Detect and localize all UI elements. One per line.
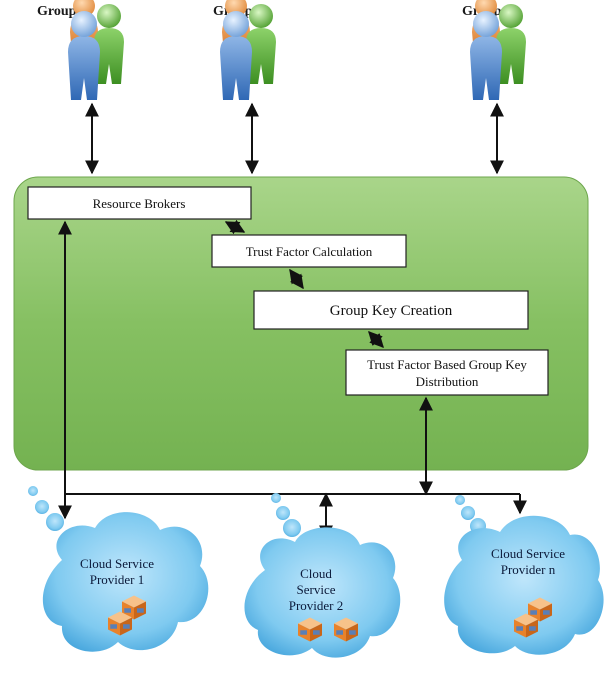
- group-key-creation-box: Group Key Creation: [253, 290, 529, 330]
- user-group-icon: [68, 0, 124, 100]
- resource-brokers-box: Resource Brokers: [27, 186, 252, 220]
- resource-brokers-label: Resource Brokers: [93, 196, 186, 211]
- provider-n-line1: Cloud Service: [491, 546, 565, 561]
- provider-1-line2: Provider 1: [90, 572, 145, 587]
- provider-1-line1: Cloud Service: [80, 556, 154, 571]
- cloud-service-provider-2: Cloud Service Provider 2: [244, 493, 401, 658]
- group-key-distribution-box: Trust Factor Based Group Key Distributio…: [345, 349, 549, 396]
- provider-2-line3: Provider 2: [289, 598, 344, 613]
- provider-2-line2: Service: [297, 582, 336, 597]
- trust-to-key-arrow: [289, 268, 304, 290]
- cloud-service-provider-n: Cloud Service Provider n: [444, 495, 604, 655]
- key-to-distribution-arrow: [368, 330, 384, 349]
- distribution-label-line1: Trust Factor Based Group Key: [367, 357, 527, 372]
- brokers-to-trust-arrow: [224, 219, 246, 235]
- group-key-creation-label: Group Key Creation: [330, 303, 453, 319]
- trust-factor-calculation-label: Trust Factor Calculation: [246, 244, 373, 259]
- provider-n-line2: Provider n: [501, 562, 556, 577]
- cloud-service-provider-1: Cloud Service Provider 1: [28, 486, 209, 652]
- provider-2-line1: Cloud: [300, 566, 332, 581]
- distribution-label-line2: Distribution: [416, 374, 479, 389]
- trust-factor-calculation-box: Trust Factor Calculation: [211, 234, 407, 268]
